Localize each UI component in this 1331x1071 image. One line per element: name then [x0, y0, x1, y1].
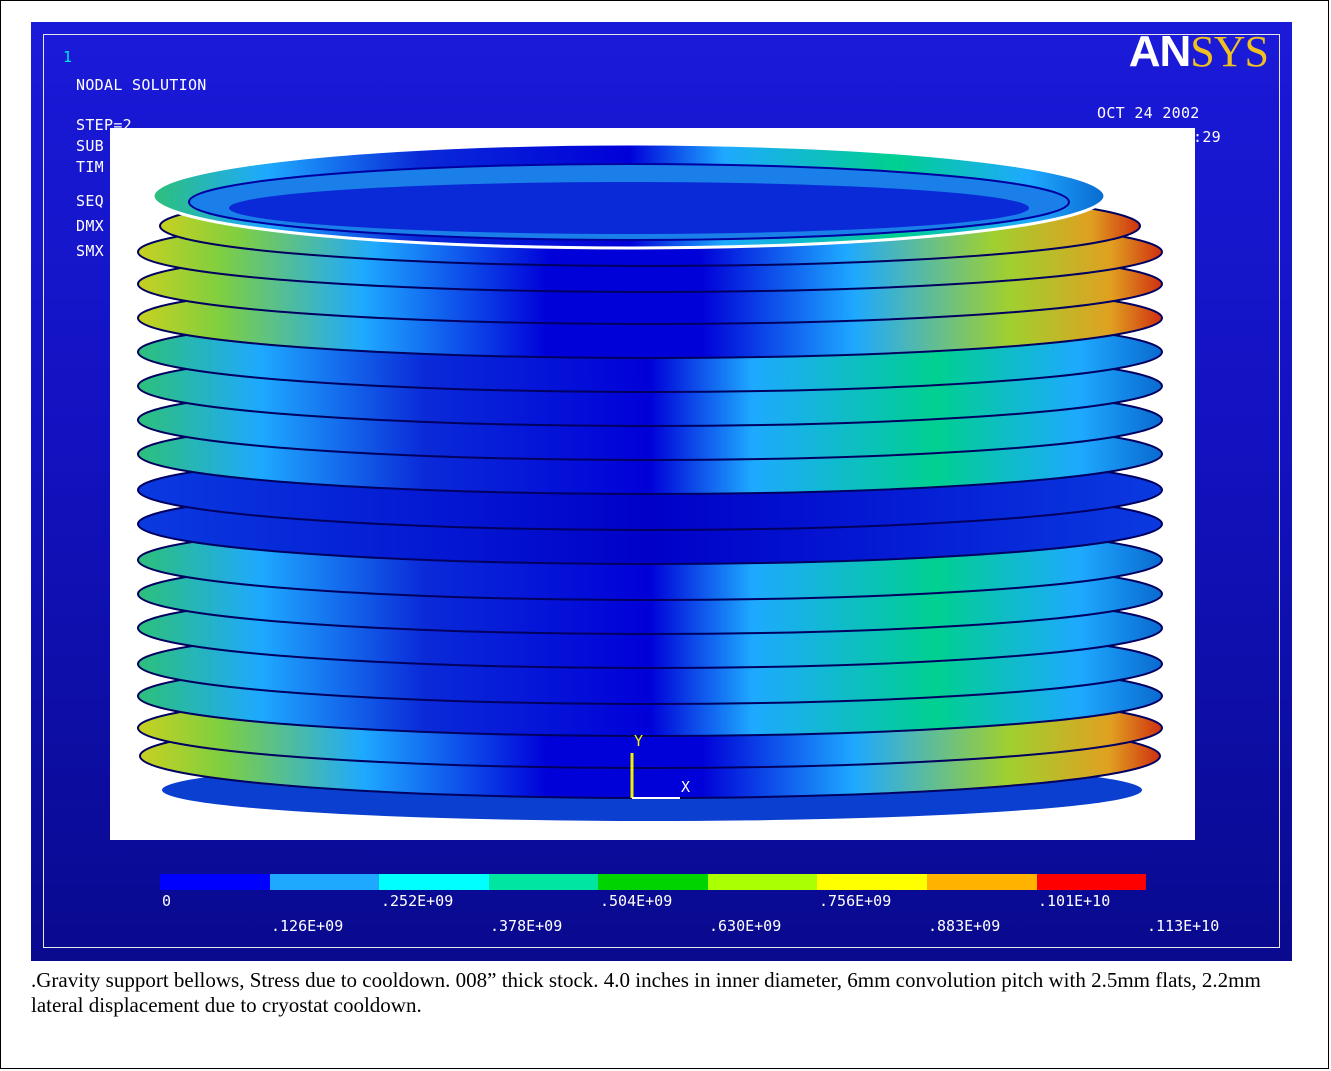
legend-band-4 — [598, 874, 708, 890]
legend-label-3: .378E+09 — [490, 917, 563, 935]
legend-label-4: .504E+09 — [600, 892, 673, 910]
legend-label-8: .101E+10 — [1038, 892, 1111, 910]
legend-band-3 — [488, 874, 599, 890]
bellows-model — [137, 142, 1163, 826]
logo-part-b: SYS — [1190, 27, 1269, 76]
legend-label-1: .126E+09 — [271, 917, 344, 935]
plot-time: :29 — [1193, 128, 1221, 146]
logo-part-a: AN — [1128, 27, 1192, 76]
legend-label-5: .630E+09 — [709, 917, 782, 935]
contour-legend-bar — [160, 874, 1147, 890]
viewport-frame — [43, 34, 1280, 948]
ansys-figure: 1 NODAL SOLUTION STEP=2 SUB TIM SEQ (AVG… — [31, 22, 1292, 961]
legend-band-2 — [379, 874, 489, 890]
model-viewport: Y X — [110, 128, 1195, 840]
param-sub: SUB — [76, 137, 104, 155]
legend-band-5 — [707, 874, 818, 890]
legend-label-0: 0 — [162, 892, 172, 910]
legend-label-7: .883E+09 — [928, 917, 1001, 935]
legend-band-8 — [1036, 874, 1147, 890]
axis-x-label: X — [681, 778, 691, 796]
plot-date: OCT 24 2002 — [1097, 104, 1200, 122]
legend-band-0 — [160, 874, 270, 890]
legend-band-1 — [269, 874, 380, 890]
legend-label-9: .113E+10 — [1147, 917, 1220, 935]
legend-band-6 — [817, 874, 927, 890]
param-time: TIM — [76, 158, 104, 176]
window-number: 1 — [63, 48, 73, 66]
plot-title: NODAL SOLUTION — [76, 76, 207, 94]
legend-label-6: .756E+09 — [819, 892, 892, 910]
legend-label-2: .252E+09 — [381, 892, 454, 910]
axis-y-label: Y — [634, 732, 644, 750]
legend-band-7 — [926, 874, 1037, 890]
ansys-logo: ANSYS — [1128, 26, 1269, 77]
figure-caption: .Gravity support bellows, Stress due to … — [31, 968, 1261, 1017]
